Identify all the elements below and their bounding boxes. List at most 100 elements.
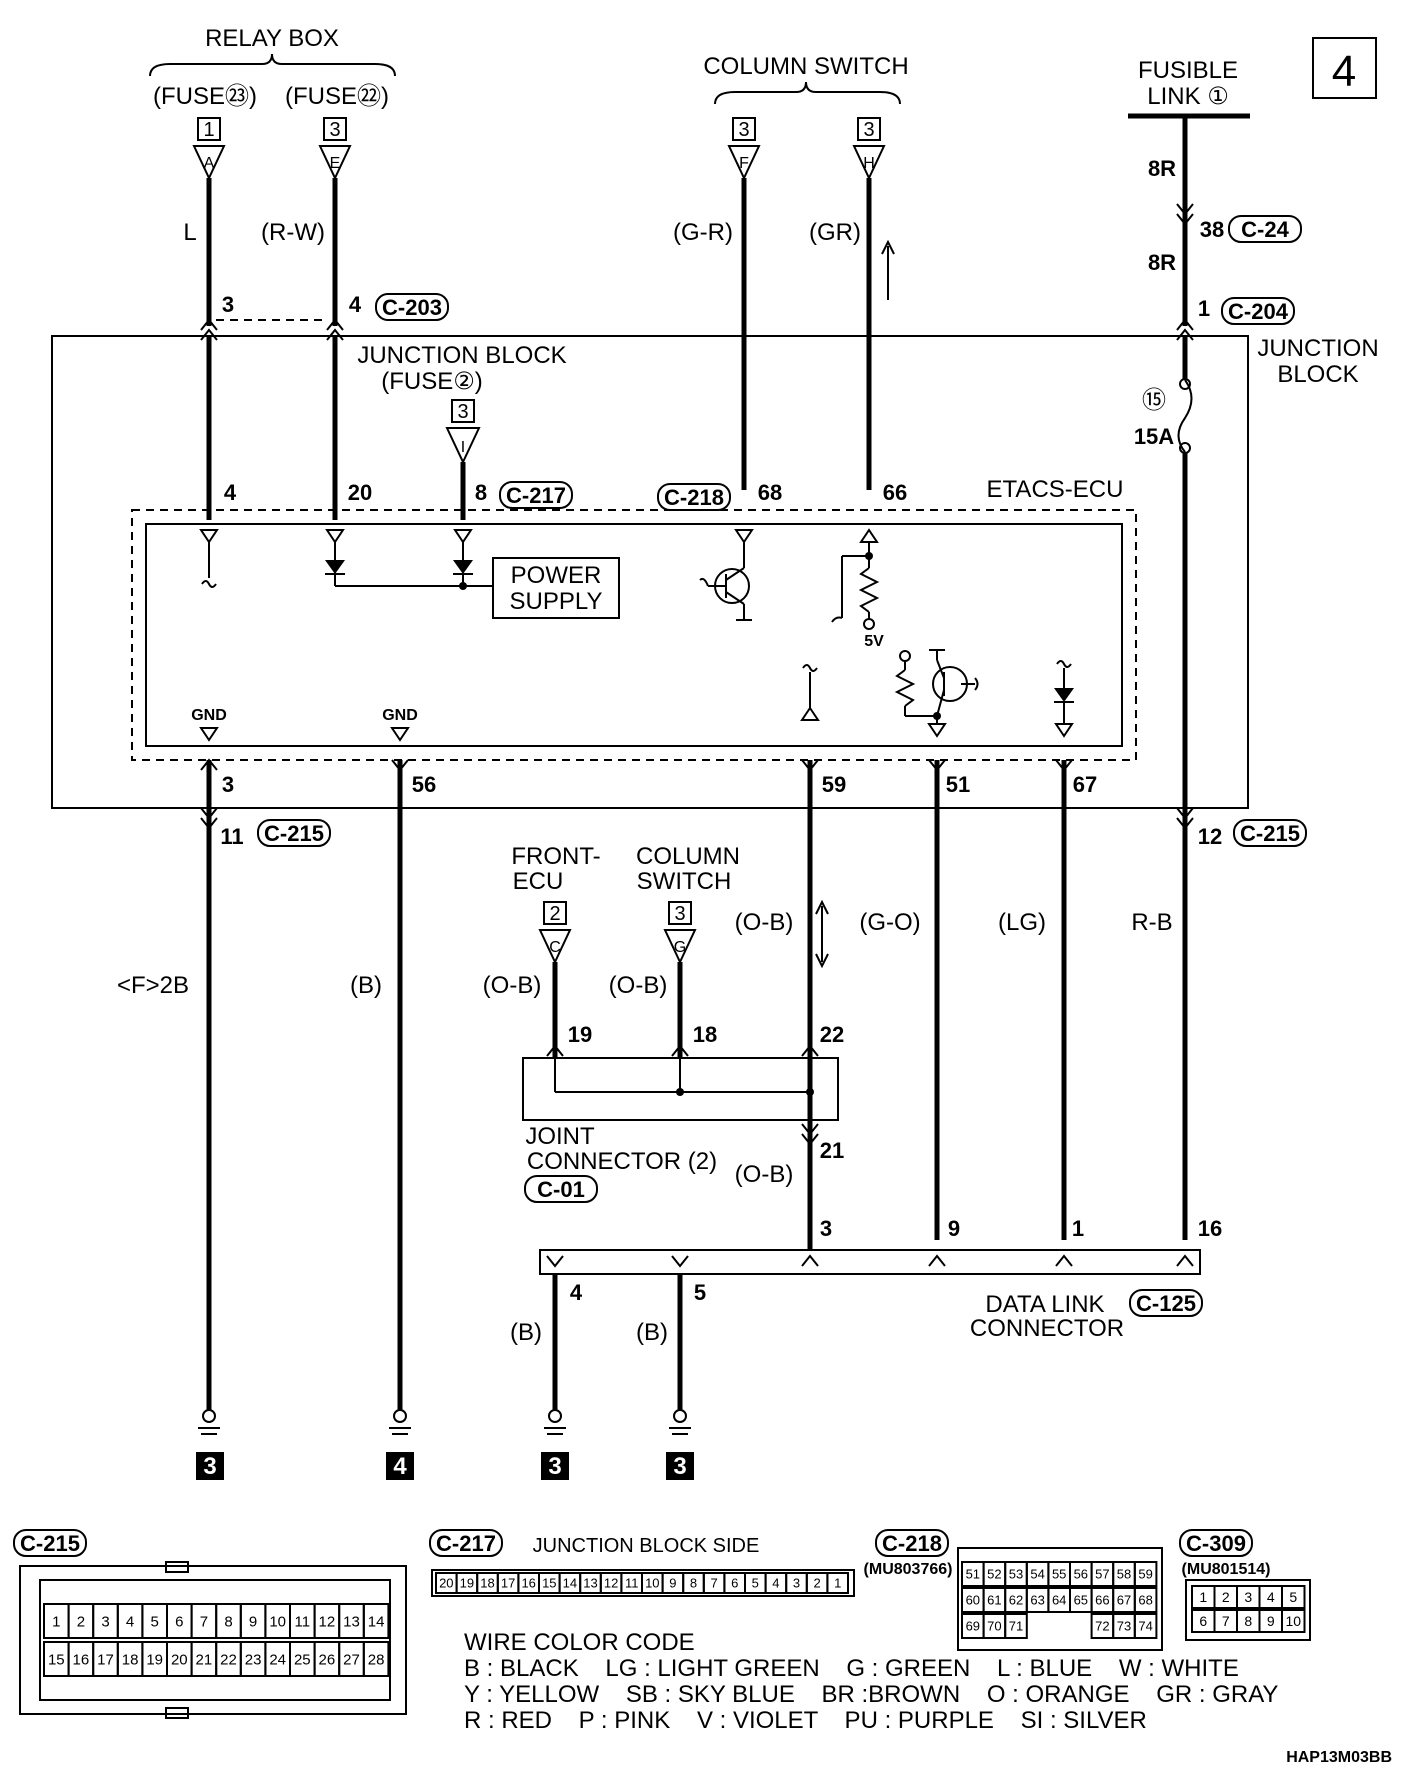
c01-badge — [524, 1175, 598, 1203]
c218-pin: 66 — [1095, 1593, 1109, 1608]
c215-pin: 3 — [101, 1613, 109, 1630]
ecu-gnd-2: GND — [382, 707, 418, 724]
c215-pin: 13 — [343, 1613, 360, 1630]
c215-pin: 10 — [269, 1613, 286, 1630]
c215-pin: 2 — [77, 1613, 85, 1630]
fusible-link-title-line1: FUSIBLE — [1138, 57, 1238, 84]
fuse-15-rating: 15A — [1134, 424, 1174, 449]
terminal-E: 3 E — [318, 117, 352, 181]
svg-text:C: C — [549, 939, 561, 956]
c218-pin: 74 — [1138, 1619, 1152, 1634]
wire-color-8R-a: 8R — [1148, 156, 1176, 181]
joint-connector-line2: CONNECTOR (2) — [527, 1148, 717, 1175]
c215-pin: 25 — [294, 1651, 311, 1668]
c218-pin: 55 — [1052, 1567, 1066, 1582]
svg-text:3: 3 — [457, 401, 468, 423]
c215-pin: 22 — [220, 1651, 237, 1668]
terminal-I: 3 I — [445, 399, 481, 465]
jb-entry-1 — [1176, 318, 1194, 341]
c01-label: C-01 — [537, 1177, 585, 1202]
jb-fuse-line1: JUNCTION BLOCK — [357, 342, 566, 369]
junction-block-label-line1: JUNCTION — [1257, 335, 1378, 362]
c24-label: C-24 — [1241, 217, 1289, 242]
wire-color-L: L — [183, 219, 196, 246]
terminal-H: 3 H — [852, 117, 886, 181]
svg-text:3: 3 — [329, 119, 340, 141]
etacs-ecu-inner-frame — [145, 523, 1123, 747]
view-c218-badge — [875, 1529, 949, 1557]
column-switch-title: COLUMN SWITCH — [703, 53, 908, 80]
etacs-ecu-dashed-frame — [131, 509, 1137, 761]
wire-color-O-B-59: (O-B) — [735, 909, 794, 936]
c215-pin: 16 — [73, 1651, 90, 1668]
pin-56: 56 — [412, 772, 436, 797]
c309-pin: 4 — [1267, 1589, 1275, 1605]
c215-pin: 23 — [245, 1651, 262, 1668]
data-link-line2: CONNECTOR — [970, 1315, 1124, 1342]
c125-badge — [1129, 1289, 1203, 1317]
c215-pin: 6 — [175, 1613, 183, 1630]
pin-22: 22 — [820, 1022, 844, 1047]
ground-ref-1: 3 — [203, 1453, 216, 1480]
svg-text:1: 1 — [203, 119, 214, 141]
wire-color-R-W: (R-W) — [261, 219, 325, 246]
c309-pin: 5 — [1289, 1589, 1297, 1605]
view-c217-body — [431, 1569, 855, 1597]
view-c217-side: JUNCTION BLOCK SIDE — [533, 1535, 760, 1557]
c217-pin: 12 — [604, 1576, 618, 1591]
wire-color-O-B-18: (O-B) — [609, 972, 668, 999]
ground-ref-4: 3 — [673, 1453, 686, 1480]
c217-label: C-217 — [506, 483, 566, 508]
column-switch-brace — [714, 81, 901, 105]
c125-label: C-125 — [1136, 1291, 1196, 1316]
column-switch-lower-line1: COLUMN — [636, 843, 740, 870]
c309-pin: 1 — [1199, 1589, 1207, 1605]
c215-pin: 21 — [196, 1651, 213, 1668]
pin-4-dlc: 4 — [570, 1280, 583, 1305]
ground-symbol-1: 3 — [196, 1409, 224, 1480]
wire-color-G-O: (G-O) — [859, 909, 920, 936]
c217-pin: 16 — [521, 1576, 535, 1591]
view-c217-label: C-217 — [436, 1531, 496, 1556]
pin-3-gnd: 3 — [222, 772, 234, 797]
c218-pin: 57 — [1095, 1567, 1109, 1582]
c217-pin: 6 — [731, 1576, 738, 1591]
c217-pin: 17 — [501, 1576, 515, 1591]
svg-text:G: G — [674, 939, 686, 956]
pin-11: 11 — [220, 824, 243, 849]
c217-pin: 19 — [460, 1576, 474, 1591]
c217-badge — [499, 481, 573, 509]
data-link-line1: DATA LINK — [985, 1291, 1104, 1318]
pin-21: 21 — [820, 1138, 844, 1163]
c215-pin: 7 — [200, 1613, 208, 1630]
front-ecu-line1: FRONT- — [511, 843, 600, 870]
pin-59: 59 — [822, 772, 846, 797]
wire-color-code-line3: R : RED P : PINK V : VIOLET PU : PURPLE … — [464, 1707, 1147, 1734]
c24-badge — [1228, 215, 1302, 243]
pin-20: 20 — [348, 480, 372, 505]
c215b-label: C-215 — [1240, 821, 1300, 846]
data-link-connector-box — [539, 1249, 1201, 1275]
svg-text:H: H — [863, 155, 875, 172]
c215-pin: 12 — [319, 1613, 336, 1630]
diagram-code: HAP13M03BB — [1286, 1749, 1392, 1766]
wire-color-B-5: (B) — [636, 1319, 668, 1346]
c217-pin: 13 — [583, 1576, 597, 1591]
etacs-ecu-name: ETACS-ECU — [987, 476, 1124, 503]
c218-pin: 54 — [1030, 1567, 1044, 1582]
c309-pin: 3 — [1244, 1589, 1252, 1605]
jb-entry-3 — [200, 318, 218, 341]
c218-pin: 63 — [1030, 1593, 1044, 1608]
pin-18: 18 — [693, 1022, 717, 1047]
c215-pin: 20 — [171, 1651, 188, 1668]
pin-19: 19 — [568, 1022, 592, 1047]
c215-pin: 14 — [368, 1613, 385, 1630]
pin-4-c217: 4 — [224, 480, 237, 505]
c215-pin: 15 — [48, 1651, 65, 1668]
c217-pin: 18 — [480, 1576, 494, 1591]
c218-pin: 52 — [987, 1567, 1001, 1582]
